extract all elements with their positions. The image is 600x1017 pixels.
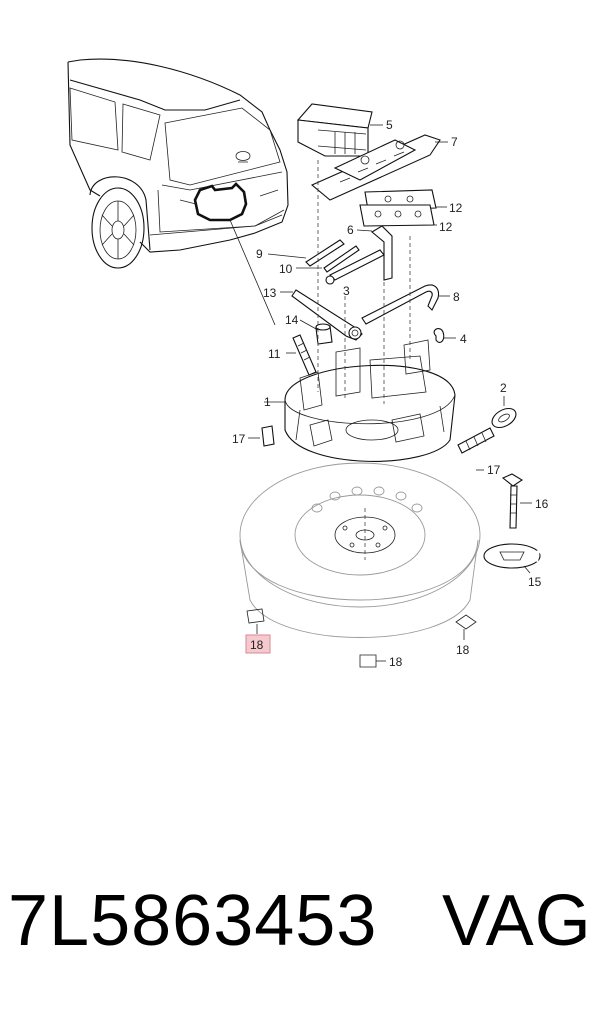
svg-text:8: 8 [453, 290, 460, 304]
part-2-eye-bolt: 2 [457, 381, 517, 454]
svg-text:18: 18 [456, 643, 470, 657]
svg-text:10: 10 [279, 262, 293, 276]
svg-text:5: 5 [386, 118, 393, 132]
svg-text:12: 12 [439, 220, 453, 234]
svg-text:18: 18 [389, 655, 403, 669]
part-8-rod: 8 [361, 284, 460, 325]
svg-text:17: 17 [487, 463, 501, 477]
svg-text:18: 18 [250, 638, 264, 652]
part-12-brackets: 12 12 [359, 189, 463, 234]
svg-text:14: 14 [285, 313, 299, 327]
part-14-cap: 14 [285, 313, 333, 345]
vehicle-rear-illustration [67, 58, 289, 326]
part-11-bolt: 11 [268, 334, 317, 376]
part-15-plate: 15 [483, 543, 542, 589]
part-4-clip: 4 [433, 328, 467, 346]
svg-text:3: 3 [343, 284, 350, 298]
svg-text:9: 9 [256, 247, 263, 261]
svg-text:2: 2 [500, 381, 507, 395]
part-5-box: 5 [296, 103, 393, 157]
part-number: 7L5863453 [8, 881, 378, 961]
part-7-jack: 7 [310, 134, 458, 201]
part-6-wrench: 6 [347, 223, 393, 281]
exploded-parts-diagram: 5 7 12 12 6 9 10 [67, 58, 549, 669]
svg-text:4: 4 [460, 332, 467, 346]
part-18-labels: 18 18 18 [245, 608, 477, 669]
svg-text:16: 16 [535, 497, 549, 511]
svg-text:1: 1 [264, 395, 271, 409]
part-17-straps: 17 17 [232, 425, 501, 531]
svg-text:6: 6 [347, 223, 354, 237]
svg-text:12: 12 [449, 201, 463, 215]
part-1-foam-tray: 1 [264, 339, 456, 462]
brand-label: VAG [442, 881, 592, 961]
svg-text:17: 17 [232, 432, 246, 446]
part-16-wing-bolt: 16 [501, 473, 549, 529]
spare-wheel [239, 462, 481, 638]
svg-text:13: 13 [263, 286, 277, 300]
part-9-10-3-pins: 9 10 3 [256, 239, 385, 298]
part-13-bar: 13 [263, 286, 363, 341]
svg-text:7: 7 [451, 135, 458, 149]
svg-text:11: 11 [268, 347, 281, 361]
svg-text:15: 15 [528, 575, 542, 589]
part-footer: 7L5863453 VAG [0, 885, 600, 995]
